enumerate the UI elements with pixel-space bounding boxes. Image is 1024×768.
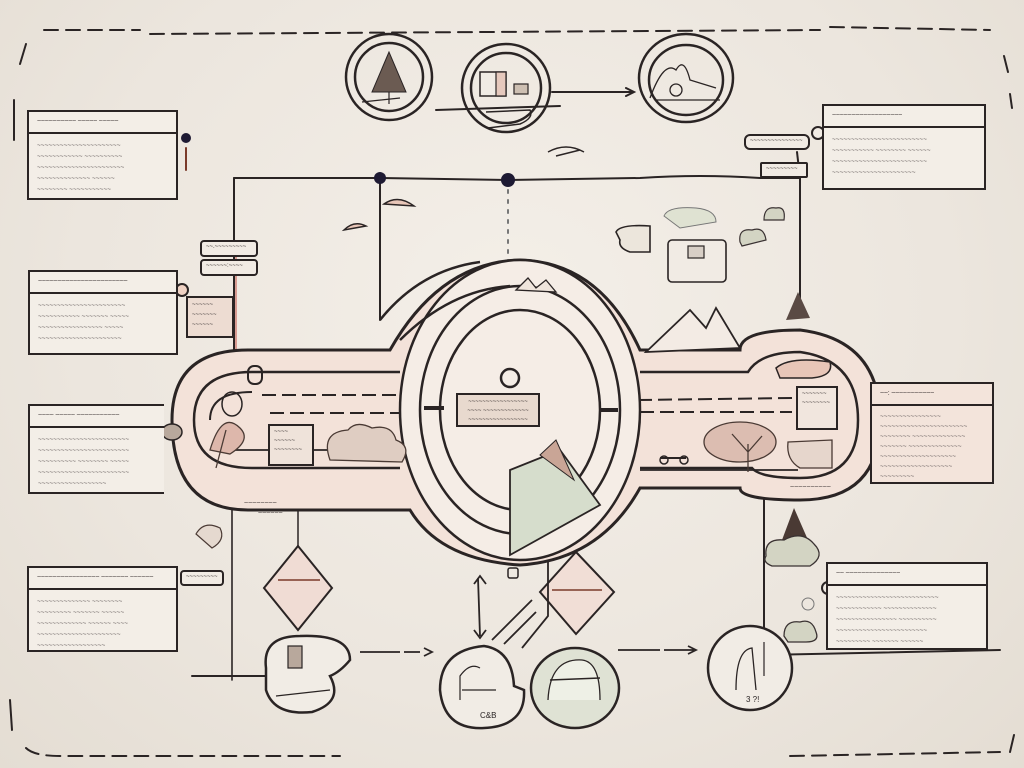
note-mid-right[interactable]: ~~: ~~~~~~~~~~~ ~~~~~~~~~~~~~~~~ ~~~~~~~…	[870, 382, 994, 484]
note-line: ~~~~~~~~~~~ ~~~~~~~~ ~~~~~~	[832, 147, 931, 154]
mountain-top-right	[643, 306, 742, 354]
node-dot-1[interactable]	[181, 133, 191, 143]
node-dot-2[interactable]	[374, 172, 386, 184]
frame-right	[1003, 55, 1015, 753]
tag-right-panel[interactable]: ~~~~~~~ ~~~~~~~~	[796, 386, 838, 430]
main-wire	[233, 175, 801, 231]
note-line: ~~~~~~~~~~~~~~~~~~~~~~~~~	[832, 136, 927, 143]
note-line: ~~~~~~~~~~~~~~~~~~~~~~~~	[836, 627, 928, 634]
note-line: ~~~~~~~~ ~~~~~~~~~~~	[37, 186, 111, 193]
frame-top	[43, 26, 991, 35]
note-line: ~~~~~~~~~~~~~ ~~~~~~ ~~~~	[37, 620, 128, 627]
bottom-node-room[interactable]	[438, 644, 526, 730]
tag-bottom-left[interactable]: ~~~~~~~~~	[180, 570, 224, 586]
note-line: ~~~~~~~~~~~~~~~~~~~~~~~~	[38, 469, 130, 476]
bottom-node-caption-3: 3 ?!	[746, 695, 759, 704]
top-node-landscape[interactable]	[637, 32, 735, 124]
note-title: ~~~~~~~~~~ ~~~~~ ~~~~~	[29, 112, 176, 134]
note-line: ~~~~~~~~~~~~~~~~~~~~~~~~	[38, 436, 130, 443]
note-line: ~~~~~~~~~~~~~~~~~~~~~~~	[38, 302, 126, 309]
diamond-right[interactable]	[538, 550, 616, 636]
note-title: ~~: ~~~~~~~~~~~	[872, 384, 992, 406]
tree-left	[209, 365, 263, 469]
cloud-mountain	[764, 508, 820, 643]
tag-loop-left-2: ~~~~~~	[258, 510, 283, 517]
note-line: ~~~~~~~~~~~~~~~~~~~~~~~~~~~	[836, 594, 939, 601]
tag-loop-left: ~~~~~~~~	[244, 500, 277, 507]
bottom-node-figure[interactable]	[706, 624, 794, 712]
node-dot-3[interactable]	[501, 173, 515, 187]
note-line: ~~~~~~~~~~~~~~~~ ~~~~~~~~~~	[836, 616, 937, 623]
top-connector	[435, 91, 633, 111]
bottom-node-doorway[interactable]	[264, 634, 352, 714]
center-label-line: ~~~~~~~~~~~~~~~~~	[468, 399, 528, 405]
top-node-building[interactable]	[460, 42, 552, 134]
note-line: ~~~~~~~~~~~~~~~~~~~~~~	[37, 142, 121, 149]
note-line: ~~~~~~~~~~~~~~~~~~~	[880, 463, 953, 470]
note-line: ~~~~~~~~~~~~~~~~~~~~~~~	[880, 423, 968, 430]
note-bottom-right[interactable]: ~~ ~~~~~~~~~~~~~~ ~~~~~~~~~~~~~~~~~~~~~~…	[826, 562, 988, 650]
note-top-left[interactable]: ~~~~~~~~~~ ~~~~~ ~~~~~ ~~~~~~~~~~~~~~~~~…	[27, 110, 178, 200]
note-left-3[interactable]: ~~~~ ~~~~~ ~~~~~~~~~~~ ~~~~~~~~~~~~~~~~~…	[28, 404, 164, 494]
note-line: ~~~~~~~~~~~~~~~~~~~~	[880, 453, 956, 460]
bush-left	[326, 423, 407, 463]
center-label-line: ~~~~~~~~~~~~~~~~~	[468, 417, 528, 423]
bottom-node-dome[interactable]	[529, 646, 621, 730]
clouds-upper	[615, 207, 785, 283]
note-title: ~~ ~~~~~~~~~~~~~~	[828, 564, 986, 586]
note-line: ~~~~~~~~~~~~~~~~~~~~~~	[38, 335, 122, 342]
tree-right	[703, 359, 833, 472]
center-label[interactable]: ~~~~~~~~~~~~~~~~~ ~~~~ ~~~~~~~~~~~~~ ~~~…	[456, 393, 540, 427]
note-line: ~~~~~~~~~~~ ~~~~~~~ ~~~~~	[38, 313, 129, 320]
note-top-right[interactable]: ~~~~~~~~~~~~~~~~~~ ~~~~~~~~~~~~~~~~~~~~~…	[822, 104, 986, 190]
note-title: ~~~~~~~~~~~~~~~~~~	[824, 106, 984, 128]
note-line: ~~~~~~~~ ~~~~~~~~~~~~~~	[880, 433, 966, 440]
note-line: ~~~~~~~~~~~~~~~~	[880, 413, 941, 420]
note-mid-left[interactable]: ~~~~~~~~~~~~~~~~~~~~~~~ ~~~~~~~~~~~~~~~~…	[28, 270, 178, 355]
mountain-mini	[514, 277, 558, 293]
note-line: ~~~~~~~~~~~~~~~~~~~~~~~	[37, 164, 125, 171]
tag-left-top[interactable]: ~~.~~~~~~~~~	[200, 240, 258, 257]
note-line: ~~~~~~~~~~~~~~~~~~~~~~~~	[38, 447, 130, 454]
tag-left-top-2[interactable]: ~~~~~~:~~~~	[200, 259, 258, 276]
note-line: ~~~~~~~ ~~~~~~~~~~~~~~	[880, 443, 962, 450]
note-line: ~~~~~~~~~	[880, 473, 915, 480]
note-line: ~~~~~~~~~ ~~~~~~~ ~~~~~~	[836, 638, 924, 645]
note-line: ~~~~~~~~~~~~~~~~~~~~~~	[37, 631, 121, 638]
frame-left	[9, 43, 27, 731]
bottom-node-caption-1: C&B	[480, 711, 496, 720]
note-line: ~~~~~~~~~~~~~~~~~~	[38, 480, 107, 487]
diamond-left[interactable]	[262, 510, 334, 632]
note-line: ~~~~~~~~~~~~ ~~~~~~~~~~~~~~	[836, 605, 937, 612]
note-line: ~~~~~~~~~~~~ ~~~~~~~~~~	[37, 153, 123, 160]
note-line: ~~~~~~~~~~ ~~~~~~~~ ~~~~~	[38, 458, 129, 465]
frame-bottom	[25, 747, 1001, 757]
note-title: ~~~~ ~~~~~ ~~~~~~~~~~~	[30, 406, 164, 428]
note-line: ~~~~~~~~~~~~~~~~~~	[37, 642, 106, 649]
tag-right-top[interactable]: ~~~~~~~~~~~~~~~	[744, 134, 810, 150]
top-node-tree[interactable]	[344, 32, 434, 122]
note-line: ~~~~~~~~~~~~~~ ~~~~~~~~	[37, 598, 123, 605]
center-label-line: ~~~~ ~~~~~~~~~~~~~	[467, 408, 529, 414]
note-line: ~~~~~~~~~~~~~~ ~~~~~~	[37, 175, 115, 182]
tag-left-panel[interactable]: ~~~~ ~~~~~~ ~~~~~~~~	[268, 424, 314, 466]
note-title: ~~~~~~~~~~~~~~~~ ~~~~~~~ ~~~~~~	[29, 568, 176, 590]
tag-right-top-2[interactable]: ~~~~~~~~~	[760, 162, 808, 178]
note-line: ~~~~~~~~~ ~~~~~~~ ~~~~~~	[37, 609, 125, 616]
note-line: ~~~~~~~~~~~~~~~~~~~~~~~~~	[832, 158, 927, 165]
note-line: ~~~~~~~~~~~~~~~~~~~~~~	[832, 169, 916, 176]
note-bottom-left[interactable]: ~~~~~~~~~~~~~~~~ ~~~~~~~ ~~~~~~ ~~~~~~~~…	[27, 566, 178, 652]
note-line: ~~~~~~~~~~~~~~~~~ ~~~~~	[38, 324, 124, 331]
note-title: ~~~~~~~~~~~~~~~~~~~~~~~	[30, 272, 176, 294]
tag-arc-bottom: ~~~~~~~~~~	[790, 484, 831, 491]
peak-icon	[786, 292, 810, 320]
tag-left-pink[interactable]: ~~~~~~ ~~~~~~~ ~~~~~~	[186, 296, 234, 338]
